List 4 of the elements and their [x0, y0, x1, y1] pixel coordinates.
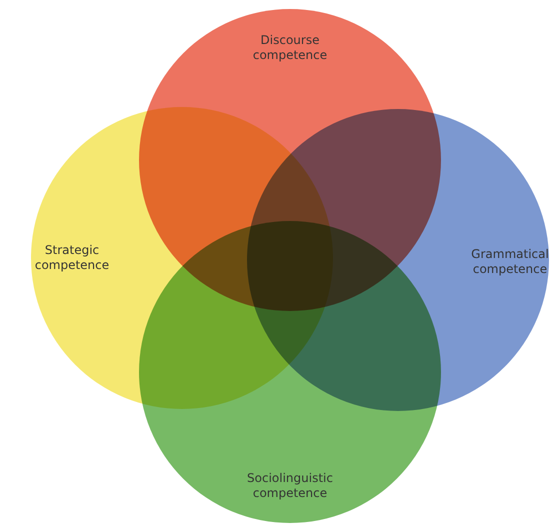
- circle-label: Discourse competence: [252, 33, 328, 63]
- circle-label: Grammatical competence: [470, 247, 550, 277]
- circle-label: Sociolinguistic competence: [246, 471, 334, 501]
- circle-label: Strategic competence: [34, 243, 110, 273]
